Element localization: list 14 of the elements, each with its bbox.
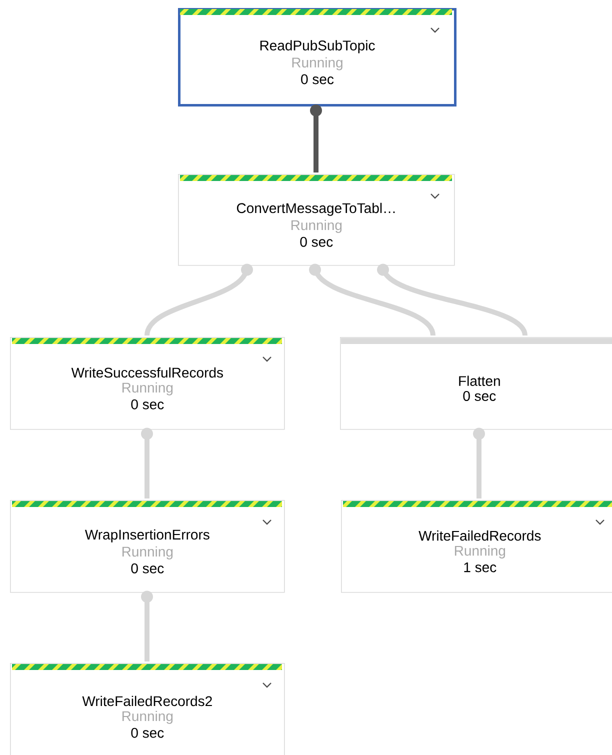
step-card: WriteSuccessfulRecords Running 0 sec <box>10 337 285 430</box>
step-card: WriteFailedRecords2 Running 0 sec <box>10 663 285 755</box>
connector <box>377 264 528 336</box>
step-card: ReadPubSubTopic Running 0 sec <box>178 8 456 106</box>
connector <box>141 590 153 662</box>
connector <box>473 428 485 498</box>
connector <box>144 264 253 336</box>
connector <box>141 428 153 498</box>
connector <box>309 264 436 336</box>
step-card: ConvertMessageToTabl… Running 0 sec <box>178 174 455 266</box>
connector <box>310 104 322 172</box>
step-card: WriteFailedRecords Running 1 sec <box>341 500 612 593</box>
step-card: WrapInsertionErrors Running 0 sec <box>10 500 285 593</box>
step-card: Flatten 0 sec <box>340 337 612 430</box>
